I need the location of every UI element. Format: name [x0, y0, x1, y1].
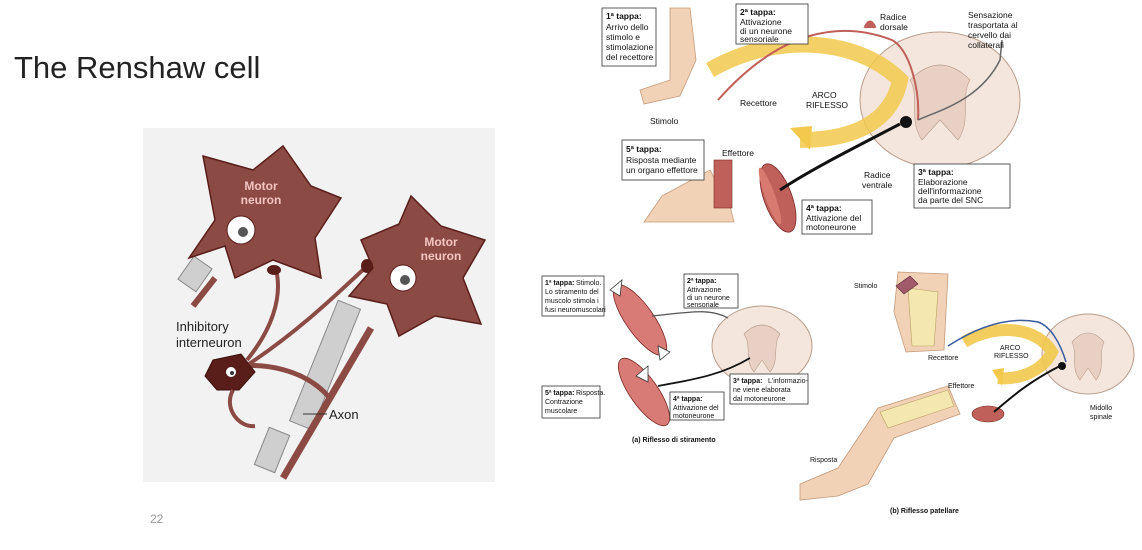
arc-step1-line1: Arrivo dello	[606, 22, 649, 32]
renshaw-diagram: Motor neuron Motor neuron Inhibitory int…	[143, 128, 495, 482]
arc-step5-title: 5ª tappa:	[626, 144, 662, 154]
stretch-step5-title: 5ª tappa:	[545, 390, 574, 397]
arc-step3-title: 3ª tappa:	[918, 167, 954, 177]
stretch-caption: (a) Riflesso di stiramento	[632, 437, 716, 444]
stretch-step3-line3: dal motoneurone	[733, 396, 786, 403]
patellar-midollo-line1: Midollo	[1090, 405, 1112, 412]
myelin-sheath-2	[253, 299, 362, 474]
motor-neuron-1	[187, 144, 343, 280]
stimolo-label: Stimolo	[650, 116, 679, 126]
stretch-step5-line2: Contrazione	[545, 399, 583, 406]
radice-ventrale-line1: Radice	[864, 170, 891, 180]
motor-neuron-1-label-line1: Motor	[244, 179, 278, 193]
arc-step5-line1: Risposta mediante	[626, 155, 697, 165]
arco-line2: RIFLESSO	[806, 100, 848, 110]
arc-step1-line3: stimolazione	[606, 42, 654, 52]
sensazione-line2: trasportata al	[968, 20, 1018, 30]
stretch-step1-line1: Stimolo.	[576, 280, 601, 287]
inhibitory-label-line2: interneuron	[176, 335, 242, 350]
patellar-caption: (b) Riflesso patellare	[890, 508, 959, 515]
arc-step1-title: 1ª tappa:	[606, 11, 642, 21]
arc-step2-line1: Attivazione	[740, 17, 782, 27]
muscle-bundle	[758, 163, 797, 233]
patellar-effettore: Effettore	[948, 383, 974, 390]
reflex-arc-diagram: 1ª tappa: Arrivo dello stimolo e stimola…	[601, 3, 1021, 235]
sensazione-line3: cervello dai	[968, 30, 1011, 40]
stretch-step5-line3: muscolare	[545, 408, 577, 415]
arc-step2-line3: sensoriale	[740, 34, 779, 44]
arc-arrow	[706, 36, 909, 148]
arm-top	[639, 7, 697, 105]
stretch-step3-title: 3ª tappa:	[733, 378, 762, 385]
stretch-reflex-diagram: 1ª tappa: Stimolo. Lo stiramento del mus…	[541, 273, 813, 444]
motor-neuron-2	[347, 194, 487, 338]
arc-step2-line2: di un neurone	[740, 26, 792, 36]
patellar-recettore: Recettore	[928, 355, 958, 362]
radice-dorsale-line2: dorsale	[880, 22, 908, 32]
sensazione-line4: collaterali	[968, 40, 1004, 50]
stretch-step4-line1: Attivazione del	[673, 405, 719, 412]
arco-line1: ARCO	[812, 90, 837, 100]
patellar-arco-line2: RIFLESSO	[994, 353, 1029, 360]
recettore-label: Recettore	[740, 98, 777, 108]
patellar-stimolo: Stimolo	[854, 283, 877, 290]
patellar-arco-line1: ARCO	[1000, 345, 1021, 352]
radice-ventrale-line2: ventrale	[862, 180, 893, 190]
arc-step4-title: 4ª tappa:	[806, 203, 842, 213]
arc-step3-line2: dell'informazione	[918, 186, 982, 196]
stretch-step2-title: 2ª tappa:	[687, 278, 716, 285]
slide-title: The Renshaw cell	[14, 50, 261, 85]
motor-neuron-1-label-line2: neuron	[241, 193, 282, 207]
stretch-step1-line2: Lo stiramento del	[545, 289, 599, 296]
motor-neuron-2-label-line2: neuron	[421, 249, 462, 263]
axon-label: Axon	[329, 407, 359, 422]
motor-neuron-2-label-line1: Motor	[424, 235, 458, 249]
muscle-contracted	[617, 357, 671, 427]
patellar-reflex-diagram: Stimolo Recettore ARCO RIFLESSO Effettor…	[799, 271, 1135, 515]
patellar-midollo-line2: spinale	[1090, 414, 1112, 421]
arc-step3-line1: Elaborazione	[918, 177, 968, 187]
stretch-step1-line3: muscolo stimola i	[545, 298, 599, 305]
arc-step1-line4: del recettore	[606, 52, 654, 62]
stretch-step5-line1: Risposta.	[576, 390, 605, 397]
patellar-risposta: Risposta	[810, 457, 837, 464]
sensazione-line1: Sensazione	[968, 10, 1013, 20]
arc-step4-line2: motoneurone	[806, 222, 856, 232]
stretch-step3-line2: ne viene elaborata	[733, 387, 791, 394]
stretch-step2-line2: di un neurone	[687, 295, 730, 302]
arc-step5-line2: un organo effettore	[626, 165, 698, 175]
arc-step4-line1: Attivazione del	[806, 213, 861, 223]
radice-dorsale-line1: Radice	[880, 12, 907, 22]
stretch-step1-title: 1ª tappa:	[545, 280, 574, 287]
effettore-label: Effettore	[722, 148, 754, 158]
myelin-sheath-1	[177, 255, 213, 293]
stretch-step3-line1: L'informazio-	[768, 378, 809, 385]
arc-arrow-patellar	[960, 324, 1059, 385]
inhibitory-label-line1: Inhibitory	[176, 319, 229, 334]
arc-step3-line3: da parte del SNC	[918, 195, 983, 205]
stretch-step4-line2: motoneurone	[673, 413, 714, 420]
stretch-step2-line3: sensoriale	[687, 302, 719, 309]
stretch-step2-line1: Attivazione	[687, 287, 721, 294]
arc-step2-title: 2ª tappa:	[740, 7, 776, 17]
arc-step1-line2: stimolo e	[606, 32, 640, 42]
stretch-step4-title: 4ª tappa:	[673, 396, 702, 403]
stretch-step1-line4: fusi neuromuscolari	[545, 307, 606, 314]
page-number: 22	[150, 512, 164, 526]
